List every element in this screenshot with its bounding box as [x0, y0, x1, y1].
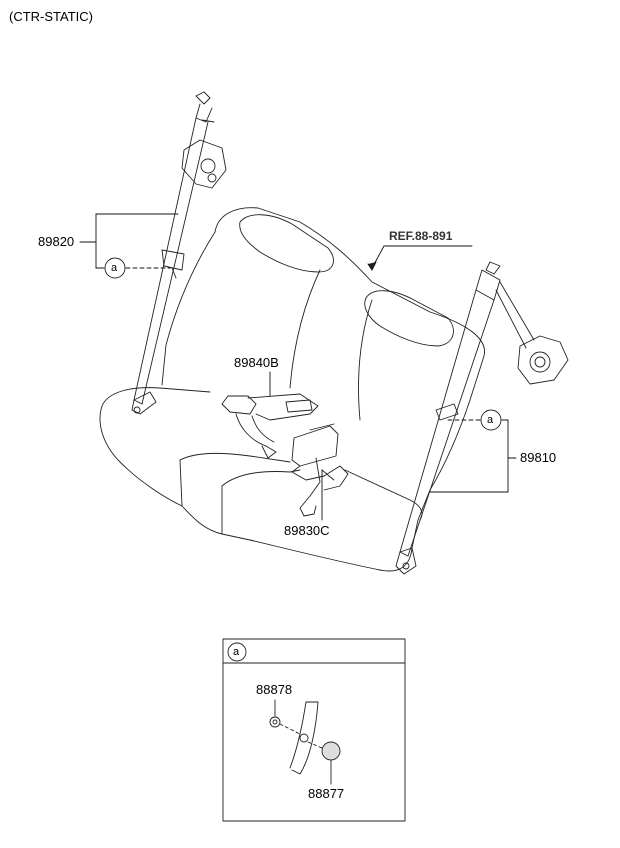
- rear-seat: [99, 207, 485, 572]
- part-number-88878: 88878: [256, 682, 293, 697]
- leader-lines: [79, 213, 517, 521]
- callout-markers: [104, 257, 502, 431]
- part-number-88877: 88877: [308, 786, 345, 801]
- center-buckle-89830c: [291, 423, 349, 517]
- part-number-center-buckle: 89830C: [284, 523, 330, 538]
- left-seat-belt: [131, 91, 227, 415]
- reference-label: REF.88-891: [389, 229, 453, 243]
- detail-marker: a: [233, 646, 240, 658]
- callout-marker-left: a: [111, 262, 118, 274]
- callout-marker-right: a: [487, 414, 494, 426]
- variant-label: (CTR-STATIC): [9, 9, 93, 24]
- center-belt-buckle-89840b: [221, 393, 319, 459]
- detail-box: [222, 638, 406, 822]
- part-number-center-buckle-belt: 89840B: [234, 355, 279, 370]
- right-seat-belt: [395, 261, 569, 575]
- part-number-left-belt: 89820: [38, 234, 75, 249]
- part-number-right-belt: 89810: [520, 450, 557, 465]
